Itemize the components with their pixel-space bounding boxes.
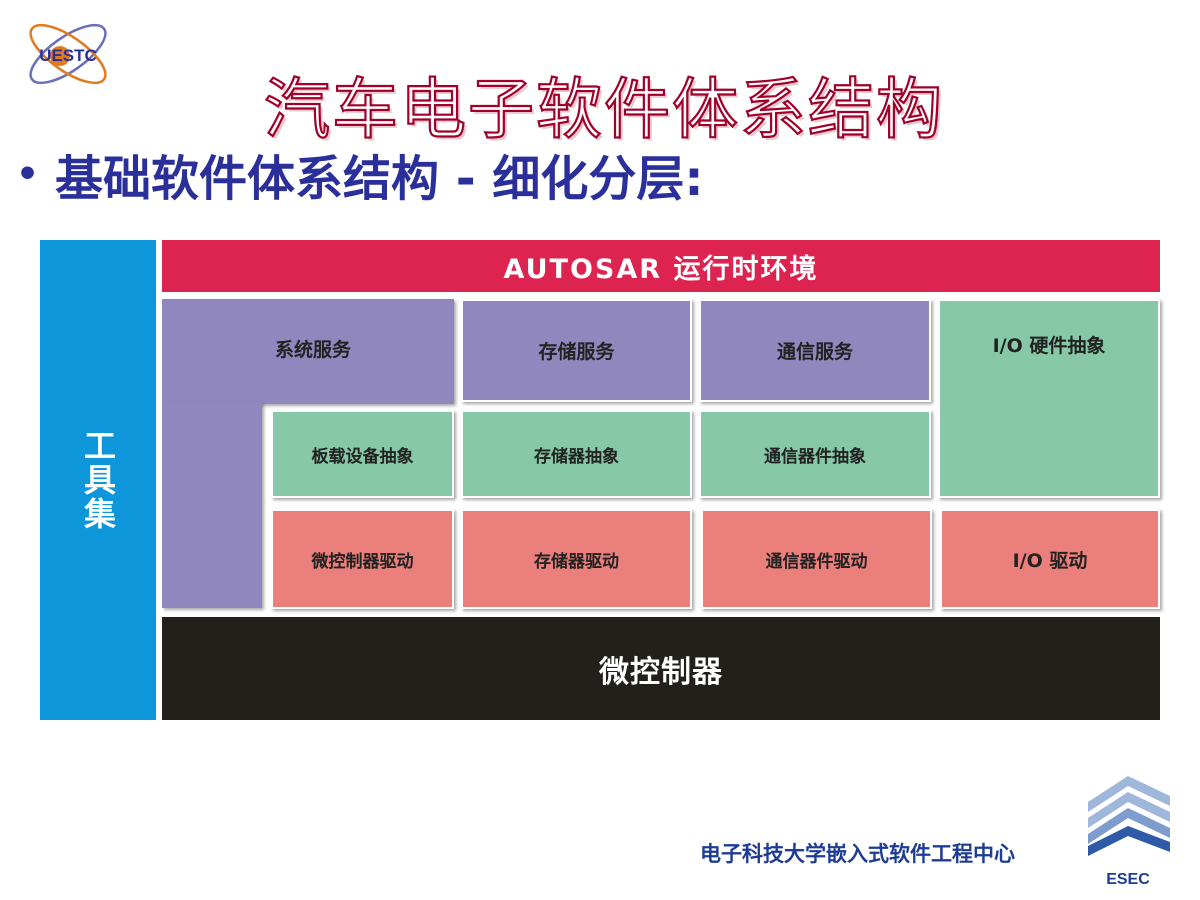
memory-drivers-block: 存储器驱动 <box>461 509 692 609</box>
svg-text:UESTC: UESTC <box>39 46 97 65</box>
uestc-logo: UESTC <box>18 14 118 94</box>
esec-logo: ESEC <box>1082 772 1174 890</box>
system-services-leg <box>162 402 262 608</box>
bullet-dot: • <box>16 153 40 195</box>
rte-block: AUTOSAR 运行时环境 <box>162 240 1160 292</box>
memory-abstraction-block: 存储器抽象 <box>461 410 692 498</box>
footer-org-text: 电子科技大学嵌入式软件工程中心 <box>700 842 1015 866</box>
bullet-subtitle: • 基础软件体系结构 - 细化分层: <box>16 142 704 207</box>
mcu-drivers-block: 微控制器驱动 <box>271 509 454 609</box>
svg-text:ESEC: ESEC <box>1106 871 1150 888</box>
communication-services-block: 通信服务 <box>699 299 931 402</box>
system-services-label: 系统服务 <box>274 339 351 361</box>
memory-services-block: 存储服务 <box>461 299 692 402</box>
io-hw-abstraction-label: I/O 硬件抽象 <box>992 335 1106 357</box>
microcontroller-block: 微控制器 <box>162 617 1160 720</box>
io-drivers-block: I/O 驱动 <box>940 509 1160 609</box>
onboard-device-abstraction-block: 板载设备抽象 <box>271 410 454 498</box>
tools-block: 工具集 <box>40 240 156 720</box>
io-hw-abstraction-block: I/O 硬件抽象 <box>938 299 1160 498</box>
page-title: 汽车电子软件体系结构 <box>263 70 944 149</box>
subtitle-text: 基础软件体系结构 - 细化分层: <box>55 151 704 207</box>
communication-drivers-block: 通信器件驱动 <box>701 509 932 609</box>
system-services-block: 系统服务 <box>162 299 454 404</box>
communication-abstraction-block: 通信器件抽象 <box>699 410 931 498</box>
